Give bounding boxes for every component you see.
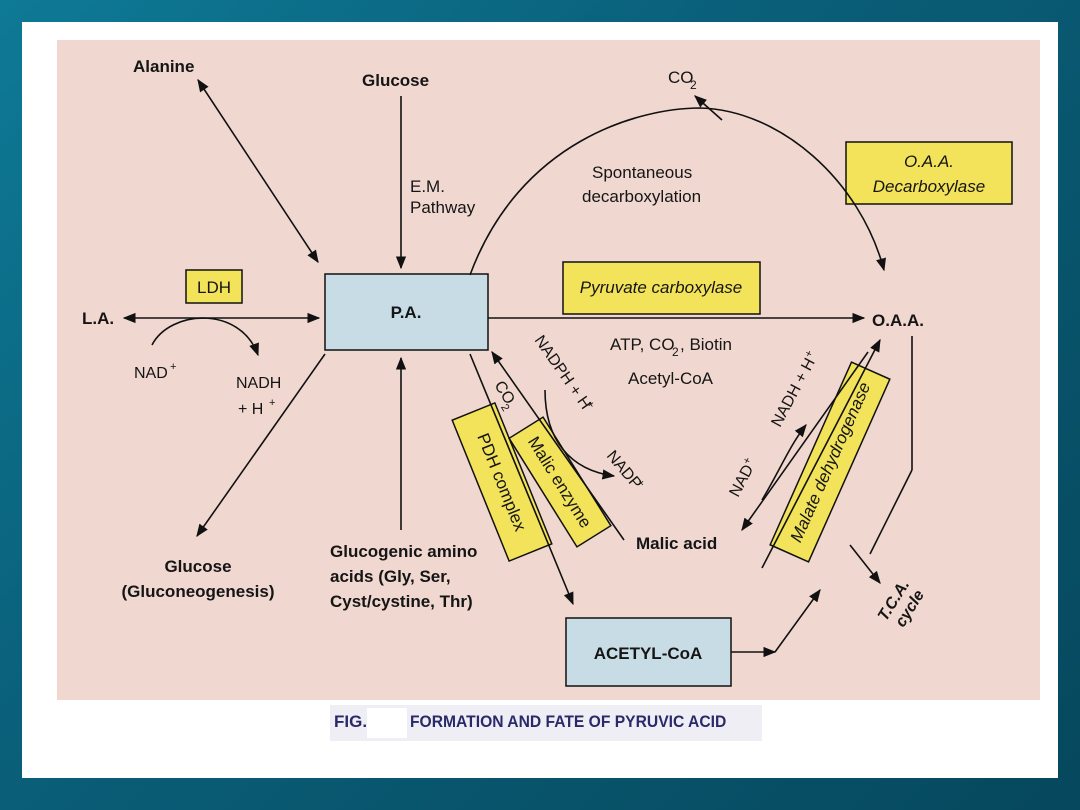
glucogenic-amino-acids-label-3: Cyst/cystine, Thr) xyxy=(330,592,473,611)
nadh-right-sup: + xyxy=(802,348,816,359)
arrow-nad-nadh-left xyxy=(151,317,259,357)
pa-box xyxy=(324,273,489,351)
arrow-malic-acid-oaa xyxy=(761,338,881,569)
spontaneous-label-2: decarboxylation xyxy=(582,187,701,206)
arrow-tca xyxy=(849,544,881,585)
arrow-malic-acid-pa xyxy=(491,350,625,541)
arrow-nad-nadh-right xyxy=(761,424,807,501)
pyruvate-carboxylase-box xyxy=(562,261,761,315)
figure-caption-label: FIG. xyxy=(334,712,368,731)
pdh-complex-box xyxy=(451,401,553,563)
co2-top-sub: 2 xyxy=(690,78,697,92)
spontaneous-label: Spontaneous xyxy=(592,163,692,182)
oaa-decarboxylase-label-2: Decarboxylase xyxy=(873,177,985,196)
glucogenic-amino-acids-label: Glucogenic amino xyxy=(330,542,477,561)
nadh-left-label-2: + H xyxy=(238,401,263,418)
alanine-label: Alanine xyxy=(133,57,194,76)
pyruvate-carboxylase-label: Pyruvate carboxylase xyxy=(580,278,743,297)
oaa-decarboxylase-label: O.A.A. xyxy=(904,152,954,171)
malate-dehydrogenase-box xyxy=(769,361,891,563)
ldh-label: LDH xyxy=(197,278,231,297)
nadph-label: NADPH + H xyxy=(531,333,594,413)
arrow-pa-alanine xyxy=(197,78,319,264)
figure-number-blank xyxy=(367,708,407,738)
gluconeogenesis-label: (Gluconeogenesis) xyxy=(121,582,274,601)
pa-label: P.A. xyxy=(391,303,422,322)
oaa-label: O.A.A. xyxy=(872,311,924,330)
nadh-left-sup: + xyxy=(269,397,275,409)
atp-co2-biotin-label: ATP, CO xyxy=(610,335,675,354)
glucose-top-label: Glucose xyxy=(362,71,429,90)
nad-left-label: NAD xyxy=(134,365,168,382)
arrow-co2-release xyxy=(694,95,723,121)
co2-top-label: CO xyxy=(668,68,694,87)
figure-caption-title: FORMATION AND FATE OF PYRUVIC ACID xyxy=(410,712,727,731)
ldh-box xyxy=(185,269,243,304)
nad-right-sup: + xyxy=(741,455,755,466)
glucose-bottom-label: Glucose xyxy=(164,557,231,576)
co2-mid-sub: 2 xyxy=(498,402,511,414)
arrow-pa-gluconeogenesis xyxy=(196,353,326,538)
nad-left-sup: + xyxy=(170,361,176,373)
nadh-right-label: NADH + H xyxy=(769,356,819,430)
oaa-decarboxylase-box xyxy=(845,141,1013,205)
arrow-acetyl-coa-tca xyxy=(774,588,821,653)
acetyl-coa-label: ACETYL-CoA xyxy=(594,644,703,663)
atp-co2-biotin-sub: 2 xyxy=(672,345,679,359)
la-label: L.A. xyxy=(82,309,114,328)
arrow-nadph-nadp xyxy=(544,389,616,480)
arrow-oaa-tca-2 xyxy=(869,469,913,555)
nadh-left-label: NADH xyxy=(236,375,281,392)
atp-co2-biotin-end: , Biotin xyxy=(680,335,732,354)
glucogenic-amino-acids-label-2: acids (Gly, Ser, xyxy=(330,567,451,586)
em-pathway-label-2: Pathway xyxy=(410,198,476,217)
em-pathway-label: E.M. xyxy=(410,177,445,196)
arrow-oaa-malic-acid xyxy=(741,351,869,532)
arrow-spontaneous-decarboxylation xyxy=(469,107,886,276)
nad-right-label: NAD xyxy=(727,462,758,500)
arrow-pa-acetyl-coa xyxy=(469,353,574,606)
acetyl-coa-box xyxy=(565,617,732,687)
malic-acid-label: Malic acid xyxy=(636,534,717,553)
acetyl-coa-cofactor-label: Acetyl-CoA xyxy=(628,369,714,388)
malic-enzyme-box xyxy=(508,416,612,548)
